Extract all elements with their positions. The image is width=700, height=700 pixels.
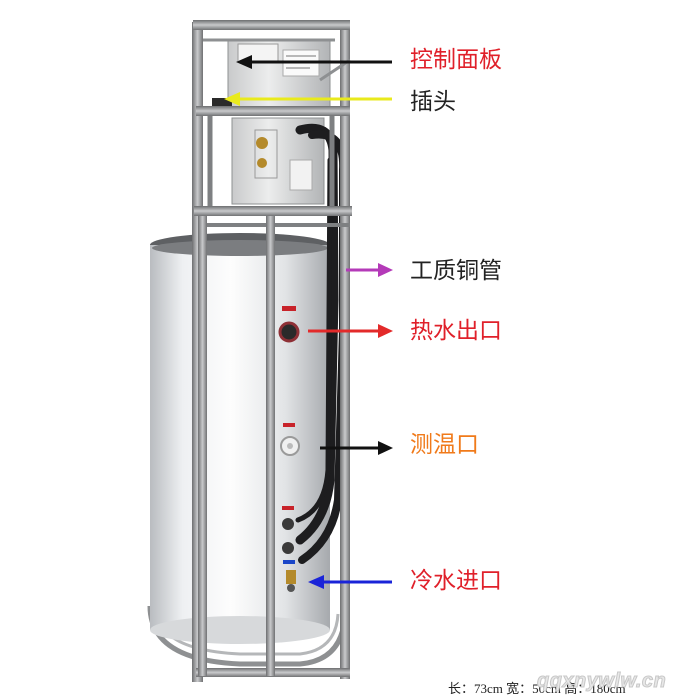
arrow-head-temp-port — [378, 441, 393, 455]
label-control-panel: 控制面板 — [410, 47, 502, 73]
tank-fittings — [278, 306, 300, 592]
label-hot-water-outlet: 热水出口 — [410, 318, 502, 344]
arrow-head-plug — [224, 92, 240, 106]
label-temp-port: 测温口 — [410, 432, 479, 458]
label-copper-pipe: 工质铜管 — [410, 258, 502, 284]
dimensions-caption: 长：73cm 宽：50cm 高：180cm — [448, 681, 626, 696]
water-tank — [150, 233, 330, 644]
stainless-frame — [192, 20, 352, 682]
arrow-head-hot-water-outlet — [378, 324, 393, 338]
arrow-head-cold-water-inlet — [308, 575, 324, 589]
label-cold-water-inlet: 冷水进口 — [410, 568, 502, 594]
arrow-head-copper-pipe — [378, 263, 393, 277]
label-plug: 插头 — [410, 89, 456, 115]
heat-pump-unit — [212, 39, 331, 205]
arrow-head-control-panel — [236, 55, 252, 69]
callout-arrows — [224, 55, 393, 589]
watermark-logo: qqxnywlw.cn — [536, 670, 667, 693]
